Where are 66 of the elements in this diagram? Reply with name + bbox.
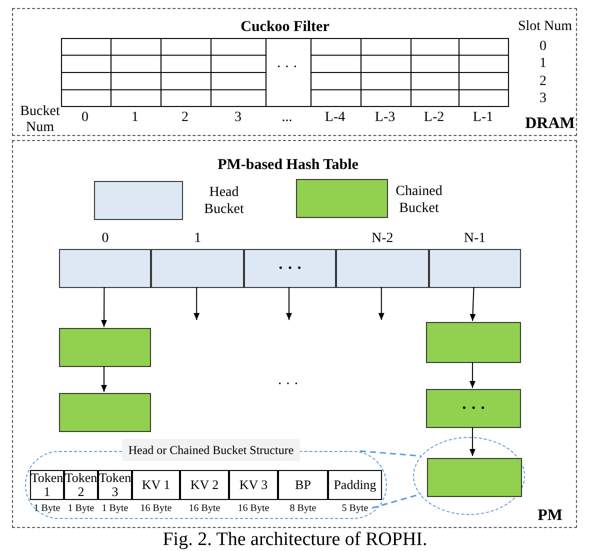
ellipsis: · · ·: [276, 376, 300, 393]
arrow: [378, 286, 384, 320]
size-label: 16 Byte: [139, 502, 173, 516]
table-title: PM-based Hash Table: [216, 157, 360, 174]
slot-index: 1: [538, 55, 548, 72]
bucket-index: N-1: [462, 230, 487, 247]
slot-number-label: Slot Num: [516, 18, 574, 35]
slot-index: 3: [538, 90, 548, 107]
chained-bucket: [426, 322, 521, 363]
head-bucket: [428, 249, 521, 288]
memory-region: [12, 140, 577, 528]
field-cell: Token 3: [98, 470, 132, 500]
field-cell: KV 2: [180, 470, 229, 500]
bucket-index: 3: [234, 109, 242, 126]
connector-line: [372, 493, 422, 509]
bucket-index: ...: [280, 109, 294, 126]
size-label: 1 Byte: [100, 502, 130, 516]
memory-region: [12, 8, 577, 136]
arrow: [470, 286, 476, 322]
bucket-number-label: Bucket Num: [19, 103, 61, 137]
ellipsis: · · ·: [276, 59, 298, 76]
connector-line: [360, 450, 422, 457]
bucket-index: L-1: [472, 109, 494, 126]
bucket-index: L-2: [422, 109, 446, 126]
highlight-ellipse: [413, 437, 525, 515]
arrow: [101, 286, 108, 328]
bucket-index: 2: [180, 109, 190, 126]
bucket-index: 0: [80, 109, 90, 126]
region-label: PM: [536, 507, 564, 525]
chained-bucket: [59, 393, 151, 432]
arrow: [101, 366, 107, 392]
size-label: 8 Byte: [288, 502, 318, 516]
bucket-index: 0: [100, 230, 110, 247]
figure-caption: Fig. 2. The architecture of ROPHI.: [162, 528, 428, 550]
field-cell: KV 3: [229, 470, 278, 500]
size-label: 16 Byte: [236, 502, 270, 516]
size-label: 1 Byte: [32, 502, 62, 516]
field-cell: Token 1: [30, 470, 64, 500]
table-title: Cuckoo Filter: [240, 18, 330, 36]
legend-text: Chained Bucket: [394, 183, 444, 217]
chained-bucket: · · ·: [426, 389, 521, 428]
size-label: 5 Byte: [340, 502, 370, 516]
head-bucket: [59, 249, 152, 288]
bucket-index: L-3: [374, 109, 396, 126]
arrow: [470, 362, 476, 388]
field-cell: Padding: [328, 470, 382, 500]
slot-index: 2: [538, 73, 548, 90]
field-cell: BP: [278, 470, 328, 500]
arrow: [194, 286, 200, 320]
structure-title: Head or Chained Bucket Structure: [122, 439, 300, 461]
bucket-index: 1: [193, 230, 202, 247]
legend-text: Head Bucket: [203, 184, 245, 218]
chained-bucket: [427, 458, 522, 497]
size-label: 16 Byte: [188, 502, 222, 516]
bucket-index: L-4: [324, 109, 346, 126]
bucket-index: N-2: [370, 230, 394, 247]
size-label: 1 Byte: [66, 502, 96, 516]
slot-index: 0: [538, 38, 548, 55]
head-bucket: [151, 249, 244, 288]
head-bucket: [336, 249, 429, 288]
field-cell: Token 2: [64, 470, 98, 500]
field-cell: KV 1: [132, 470, 180, 500]
arrow: [286, 286, 292, 320]
bucket-index: 1: [130, 109, 140, 126]
chained-bucket: [59, 328, 151, 367]
head-bucket: · · ·: [244, 249, 336, 288]
